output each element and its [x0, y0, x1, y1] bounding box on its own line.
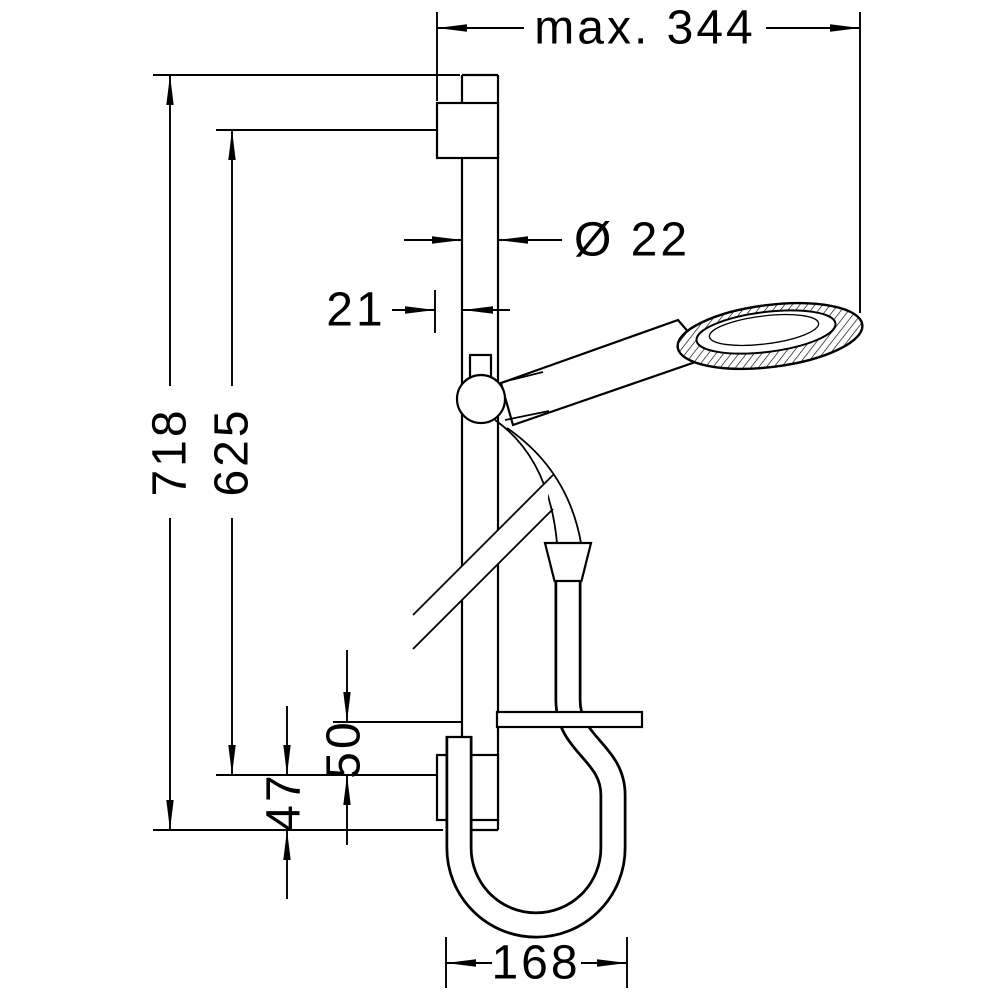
slider-holder — [455, 353, 507, 425]
dim-label-bar-diameter: Ø 22 — [574, 214, 690, 267]
hand-shower — [499, 302, 864, 427]
slider-knob — [468, 353, 493, 379]
holder-cone-top — [502, 371, 544, 383]
hose-upper-curve-left — [494, 419, 558, 544]
hose-holder-arm — [495, 710, 644, 729]
dim-hose-loop-width: 168 — [445, 937, 628, 990]
dim-label-bar-offset: 21 — [326, 284, 385, 337]
dim-holder-to-bracket: 50 — [318, 650, 462, 845]
wall-bar — [460, 73, 500, 832]
break-line-lower — [412, 508, 554, 650]
holder-cone-bottom — [504, 410, 550, 421]
break-marks — [412, 474, 554, 650]
upper-wall-bracket — [435, 101, 500, 160]
dim-label-max-reach: max. 344 — [534, 2, 755, 55]
dim-overall-height: 718 — [144, 74, 460, 831]
break-line-upper — [412, 474, 554, 616]
head-face-inner-ring — [708, 313, 820, 347]
hose-nut — [543, 541, 593, 583]
hose-upper-curve-right — [506, 427, 582, 544]
hose-core — [448, 581, 624, 936]
shower-hose — [445, 419, 627, 939]
dim-label-hose-loop-width: 168 — [491, 937, 580, 990]
dim-bar-length: 625 — [206, 129, 437, 776]
slider-body — [455, 373, 507, 425]
dim-max-reach: max. 344 — [436, 2, 861, 313]
dim-label-overall-height: 718 — [144, 407, 197, 496]
head-face — [695, 309, 837, 355]
dim-bar-offset: 21 — [326, 284, 510, 337]
dim-bar-diameter: Ø 22 — [404, 214, 690, 267]
dim-label-bracket-to-end: 47 — [258, 772, 311, 831]
shower-head — [676, 302, 864, 370]
shower-rail-assembly — [412, 73, 864, 939]
dim-bracket-to-end: 47 — [258, 706, 311, 899]
dim-label-holder-to-bracket: 50 — [318, 719, 371, 778]
break-gap — [418, 480, 548, 644]
dim-label-bar-length: 625 — [206, 407, 259, 496]
dimensions: max. 344 718 625 Ø 22 — [144, 2, 861, 990]
hand-shower-handle — [499, 318, 712, 427]
